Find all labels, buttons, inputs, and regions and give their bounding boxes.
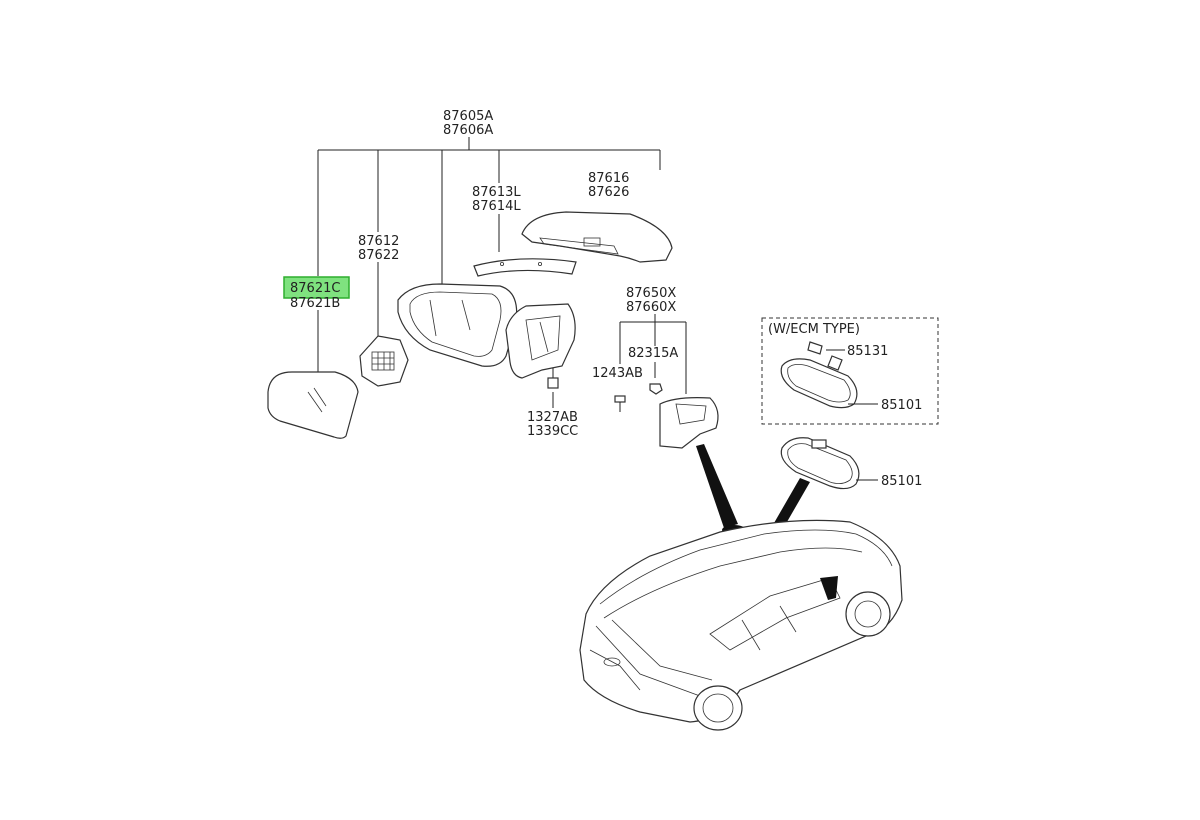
ecm-box-title: (W/ECM TYPE) (768, 322, 860, 337)
highlight-box (283, 276, 350, 299)
car-illustration (579, 519, 903, 731)
label-87621b[interactable]: 87621B (290, 296, 340, 311)
housing-base-part[interactable] (659, 397, 719, 449)
screw-part[interactable] (547, 368, 559, 408)
label-87613l[interactable]: 87613L (472, 185, 521, 200)
label-82315a[interactable]: 82315A (628, 346, 678, 361)
label-87606a[interactable]: 87606A (443, 123, 493, 138)
label-87614l[interactable]: 87614L (472, 199, 521, 214)
label-85131[interactable]: 85131 (847, 344, 888, 359)
ecm-option-box (761, 317, 939, 425)
mirror-housing-assembly-part[interactable] (397, 283, 576, 379)
label-87616[interactable]: 87616 (588, 171, 629, 186)
mirror-cover-part[interactable] (521, 211, 673, 263)
label-85101[interactable]: 85101 (881, 474, 922, 489)
label-85101-ecm[interactable]: 85101 (881, 398, 922, 413)
ecm-mirror-part[interactable] (780, 358, 878, 409)
bolt-part[interactable] (614, 395, 626, 412)
ecm-clip-part[interactable] (807, 341, 845, 371)
assembly-leader-lines (317, 137, 661, 372)
side-repeater-lamp-part[interactable] (473, 258, 577, 277)
label-87650x[interactable]: 87650X (626, 286, 676, 301)
label-87660x[interactable]: 87660X (626, 300, 676, 315)
label-87605a[interactable]: 87605A (443, 109, 493, 124)
label-87622[interactable]: 87622 (358, 248, 399, 263)
label-87626[interactable]: 87626 (588, 185, 629, 200)
label-1339cc[interactable]: 1339CC (527, 424, 578, 439)
housing-leader-lines (619, 314, 687, 394)
label-87612[interactable]: 87612 (358, 234, 399, 249)
inside-mirror-part[interactable] (780, 437, 878, 490)
nut-part[interactable] (649, 383, 663, 395)
glass-label-highlight[interactable]: 87621C (283, 276, 350, 299)
label-1243ab[interactable]: 1243AB (592, 366, 643, 381)
mirror-glass-part[interactable] (267, 371, 359, 439)
label-87621c[interactable]: 87621C (290, 281, 340, 296)
label-1327ab[interactable]: 1327AB (527, 410, 578, 425)
actuator-part[interactable] (359, 335, 409, 387)
